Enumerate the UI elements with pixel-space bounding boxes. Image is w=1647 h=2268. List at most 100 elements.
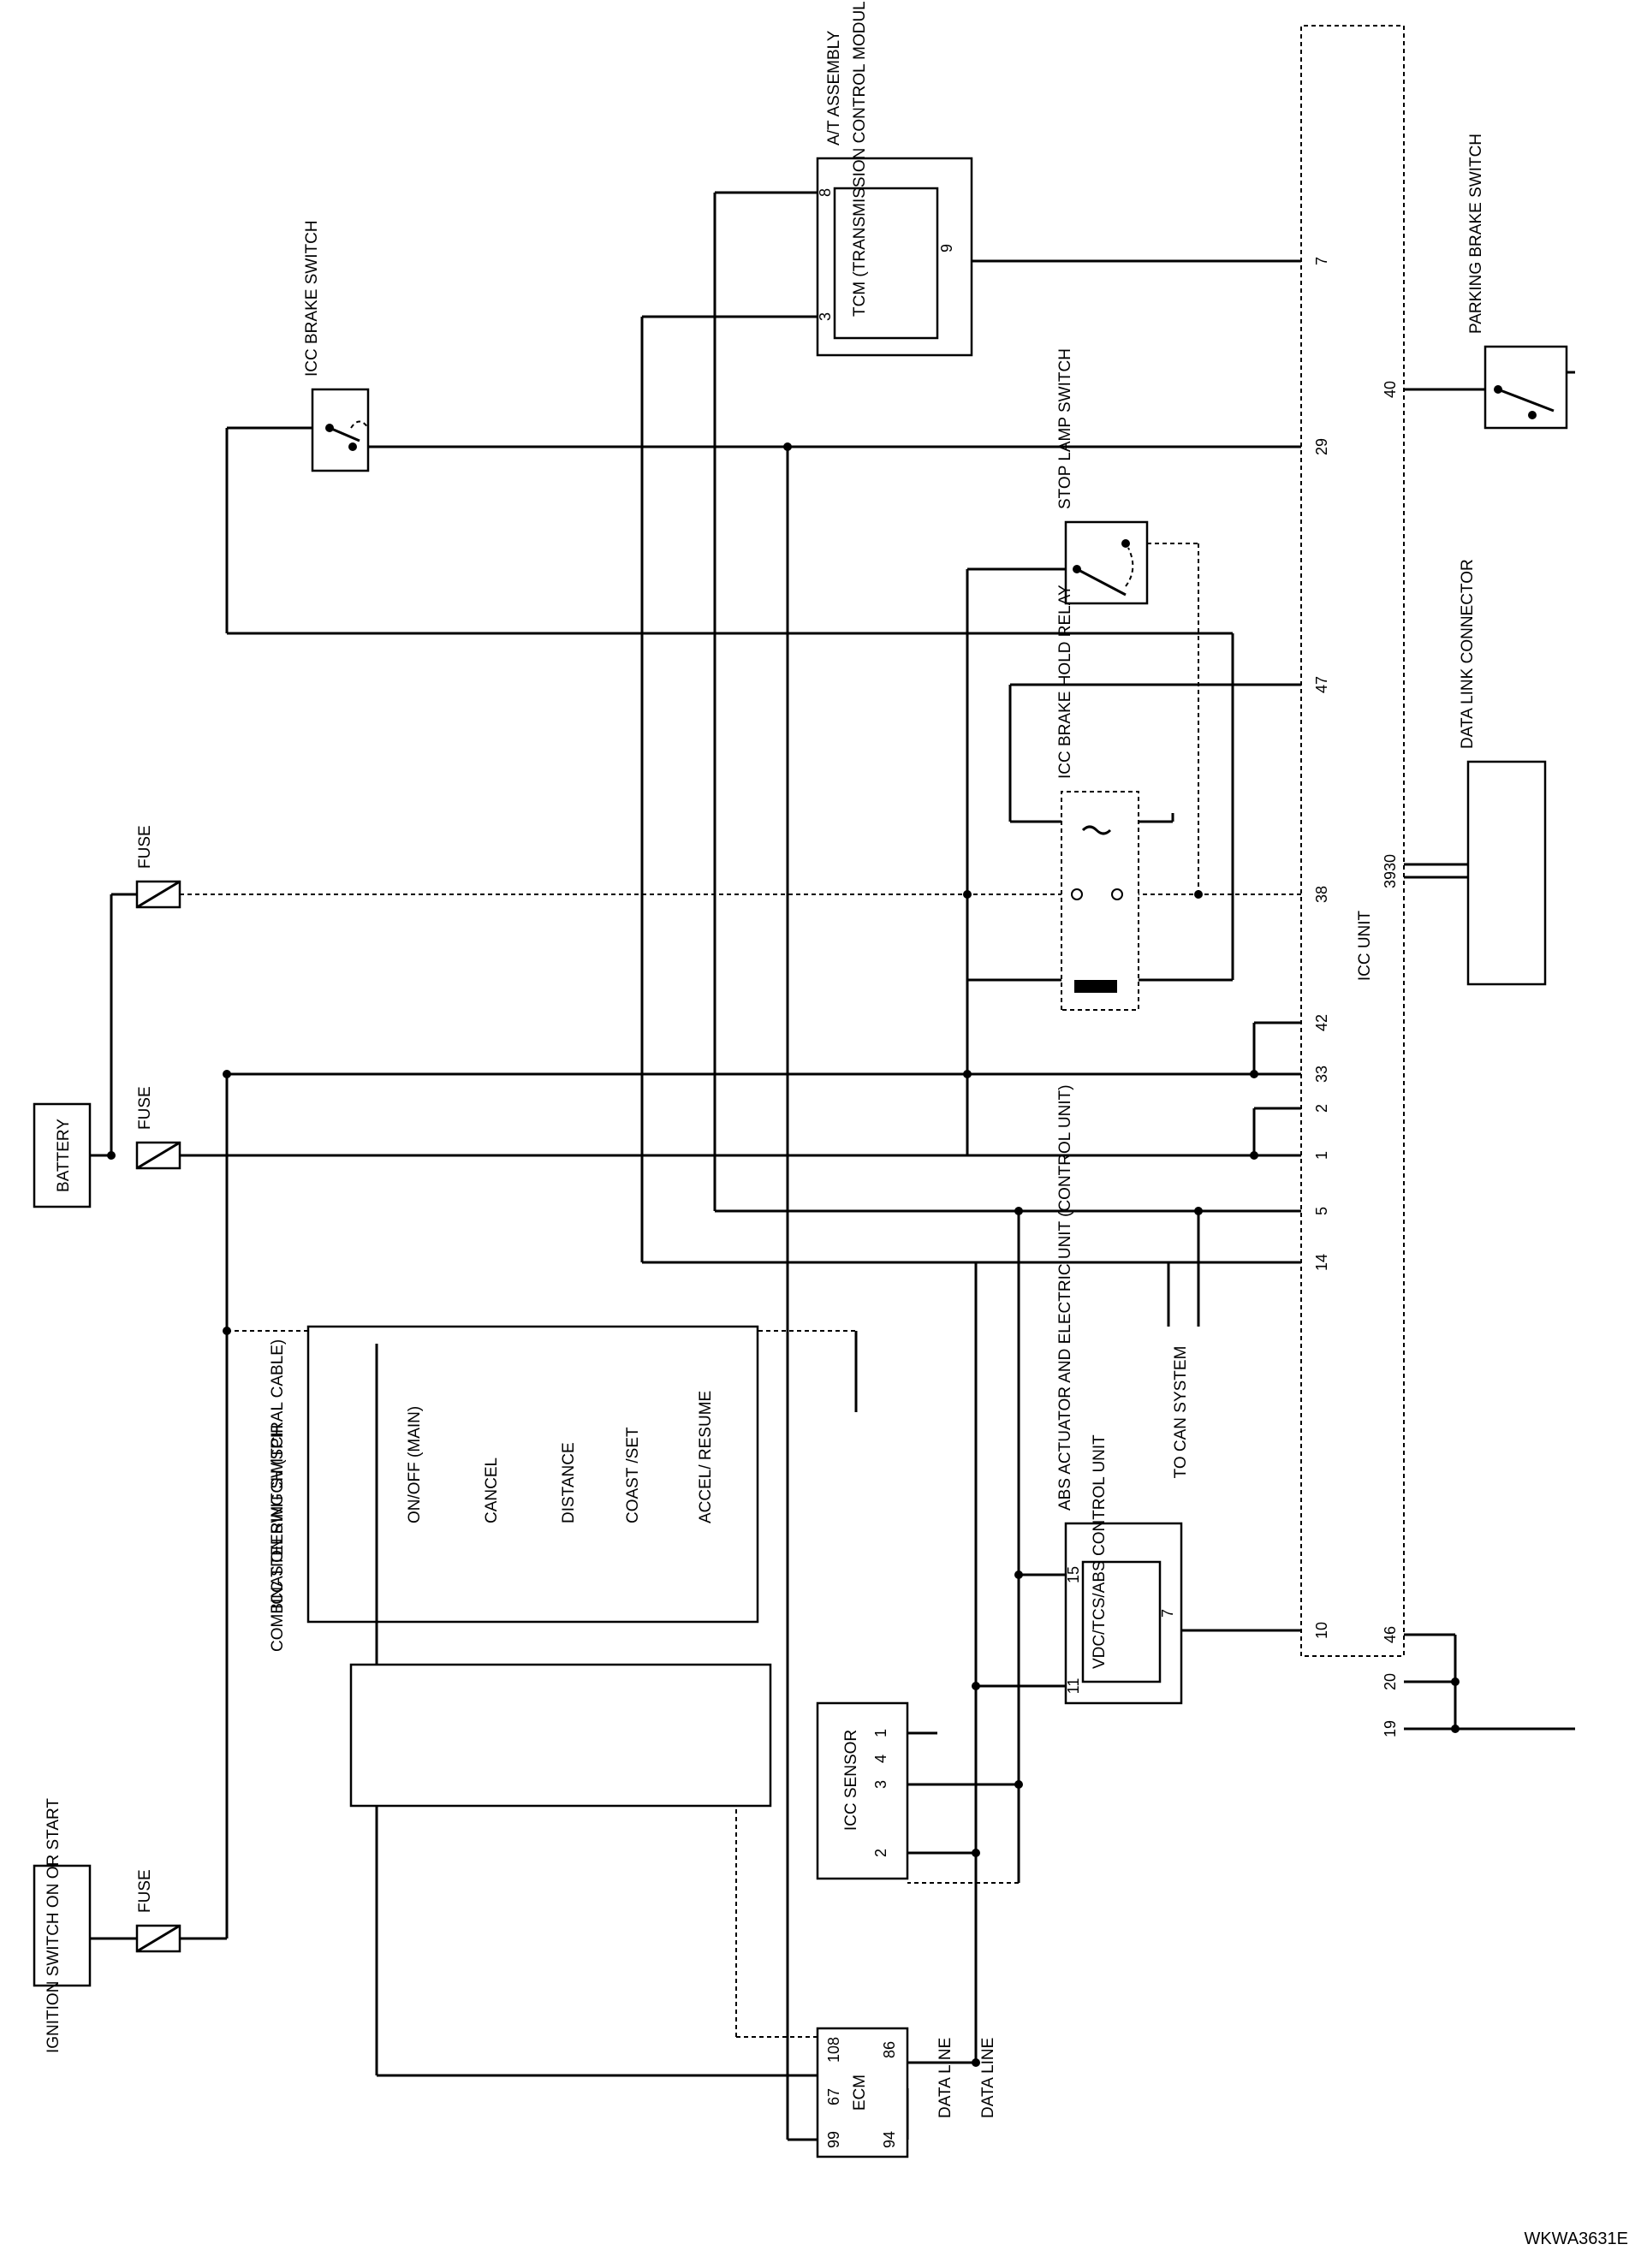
pin-label: 7 [1159, 1609, 1176, 1618]
junction-dot [107, 1151, 116, 1160]
ignition-switch-label: IGNITION SWITCH ON OR START [45, 1798, 62, 2053]
pin-label: 86 [881, 2041, 898, 2058]
pin-label: 3 [817, 312, 834, 321]
icc-sensor-box [816, 1701, 909, 1880]
data-link-connector: DATA LINK CONNECTOR [1459, 559, 1547, 986]
abs-label: ABS ACTUATOR AND ELECTRIC UNIT (CONTROL … [1056, 1084, 1074, 1511]
combination-switch: COMBINATION SWITCH (SPIRAL CABLE) [269, 1339, 772, 1808]
pin-label: 2 [872, 1849, 889, 1857]
combination-switch-box [349, 1663, 772, 1808]
ecm-label: ECM [851, 2075, 869, 2111]
pin-label: 20 [1382, 1673, 1399, 1690]
stop-lamp-switch-box [1064, 520, 1149, 605]
vdc-label: VDC/TCS/ABS CONTROL UNIT [1091, 1434, 1109, 1669]
dlc-label: DATA LINK CONNECTOR [1459, 559, 1477, 749]
pin-label: 42 [1313, 1014, 1330, 1031]
vdc-box [1081, 1560, 1162, 1683]
junction-dot [1451, 1725, 1460, 1733]
icc-sensor-label: ICC SENSOR [842, 1730, 860, 1831]
battery-label: BATTERY [55, 1119, 73, 1192]
pin-label: 94 [881, 2131, 898, 2148]
fuse-label: FUSE [136, 1869, 154, 1913]
ecm-box [816, 2027, 909, 2158]
icc-brake-switch: ICC BRAKE SWITCH [303, 220, 370, 472]
pin-label: 3 [872, 1780, 889, 1789]
junction-dot [972, 1682, 980, 1690]
combination-switch-label: COMBINATION SWITCH (SPIRAL CABLE) [269, 1339, 287, 1652]
fuse-slash [136, 1141, 181, 1170]
junction-dot [223, 1327, 231, 1335]
pin-label: 11 [1065, 1678, 1082, 1695]
icc-unit: ICC UNIT 7 29 47 38 42 33 2 1 5 14 10 40… [1300, 25, 1405, 1737]
stop-lamp-switch-label: STOP LAMP SWITCH [1056, 348, 1074, 509]
ecm: ECM 108 86 67 99 94 [816, 2027, 909, 2158]
pin-label: 99 [825, 2131, 842, 2148]
battery-box [33, 1102, 92, 1208]
at-assembly: A/T ASSEMBLY TCM (TRANSMISSION CONTROL M… [816, 0, 973, 357]
fuse-label: FUSE [136, 825, 154, 869]
pin-label: 19 [1382, 1720, 1399, 1737]
pin-label: 14 [1313, 1254, 1330, 1271]
at-assembly-label: A/T ASSEMBLY [825, 30, 843, 145]
tcm-box [833, 187, 939, 340]
steering-switch-label: ICC STEERING SWITCH [269, 1425, 287, 1609]
pin-label: 1 [1313, 1151, 1330, 1160]
icc-sensor: ICC SENSOR 1 4 3 2 [816, 1701, 909, 1880]
steering-switch-box [306, 1325, 759, 1624]
fuse-battery-2: FUSE [135, 825, 181, 909]
tcm-label: TCM (TRANSMISSION CONTROL MODULE) [851, 0, 869, 317]
parking-brake-switch-label: PARKING BRAKE SWITCH [1467, 134, 1485, 334]
icc-unit-box [1300, 25, 1405, 1657]
junction-dot [963, 1070, 972, 1078]
pin-label: 10 [1313, 1622, 1330, 1639]
pin-label: 8 [817, 188, 834, 197]
junction-dot [972, 1849, 980, 1857]
pin-label: 9 [938, 244, 955, 252]
relay-box [1061, 791, 1139, 1011]
junction-dot [1451, 1677, 1460, 1686]
junction-dot [783, 442, 792, 451]
icc-unit-label: ICC UNIT [1356, 910, 1374, 981]
fuse-battery-1: FUSE [135, 1086, 181, 1170]
pin-label: 67 [825, 2088, 842, 2105]
fuse-slash [136, 1924, 181, 1953]
pin-label: 3930 [1382, 854, 1399, 888]
pin-label: 5 [1313, 1207, 1330, 1215]
fuse-label: FUSE [136, 1086, 154, 1130]
junction-dot [1014, 1570, 1023, 1579]
icc-brake-switch-box [311, 388, 370, 472]
steering-position-label: ON/OFF (MAIN) [406, 1406, 424, 1523]
pin-label: 2 [1313, 1104, 1330, 1113]
stop-lamp-switch: STOP LAMP SWITCH [1056, 348, 1149, 605]
pin-label: 38 [1313, 886, 1330, 903]
fuse-slash [136, 880, 181, 909]
icc-brake-hold-relay: ICC BRAKE HOLD RELAY [1056, 585, 1139, 1011]
junction-dots [107, 442, 1460, 2067]
relay-label: ICC BRAKE HOLD RELAY [1056, 585, 1074, 779]
junction-dot [963, 890, 972, 899]
junction-dot [1194, 890, 1203, 899]
junction-dot [1250, 1070, 1258, 1078]
junction-dot [223, 1070, 231, 1078]
junction-dot [1014, 1207, 1023, 1215]
abs-actuator: ABS ACTUATOR AND ELECTRIC UNIT (CONTROL … [1056, 1084, 1183, 1705]
icc-steering-switch: ICC STEERING SWITCH ON/OFF (MAIN) CANCEL… [269, 1325, 759, 1716]
junction-dot [1014, 1780, 1023, 1789]
junction-dot [1250, 1151, 1258, 1160]
pin-label: 4 [872, 1754, 889, 1763]
can-system-label: TO CAN SYSTEM [1172, 1346, 1190, 1479]
pin-label: 47 [1313, 676, 1330, 693]
data-line-label: DATA LINE [979, 2038, 997, 2118]
junction-dot [1194, 1207, 1203, 1215]
pin-label: 33 [1313, 1066, 1330, 1083]
ignition-switch-box [33, 1864, 92, 1987]
battery: BATTERY [33, 1102, 92, 1208]
diagram-code: WKWA3631E [1524, 2229, 1628, 2248]
pin-label: 15 [1065, 1566, 1082, 1583]
pin-label: 108 [825, 2037, 842, 2063]
pin-label: 29 [1313, 438, 1330, 455]
ignition-switch: IGNITION SWITCH ON OR START [33, 1798, 92, 2053]
junction-dot [972, 2058, 980, 2067]
pin-label: 46 [1382, 1626, 1399, 1643]
fuse-ignition: FUSE [135, 1869, 181, 1953]
